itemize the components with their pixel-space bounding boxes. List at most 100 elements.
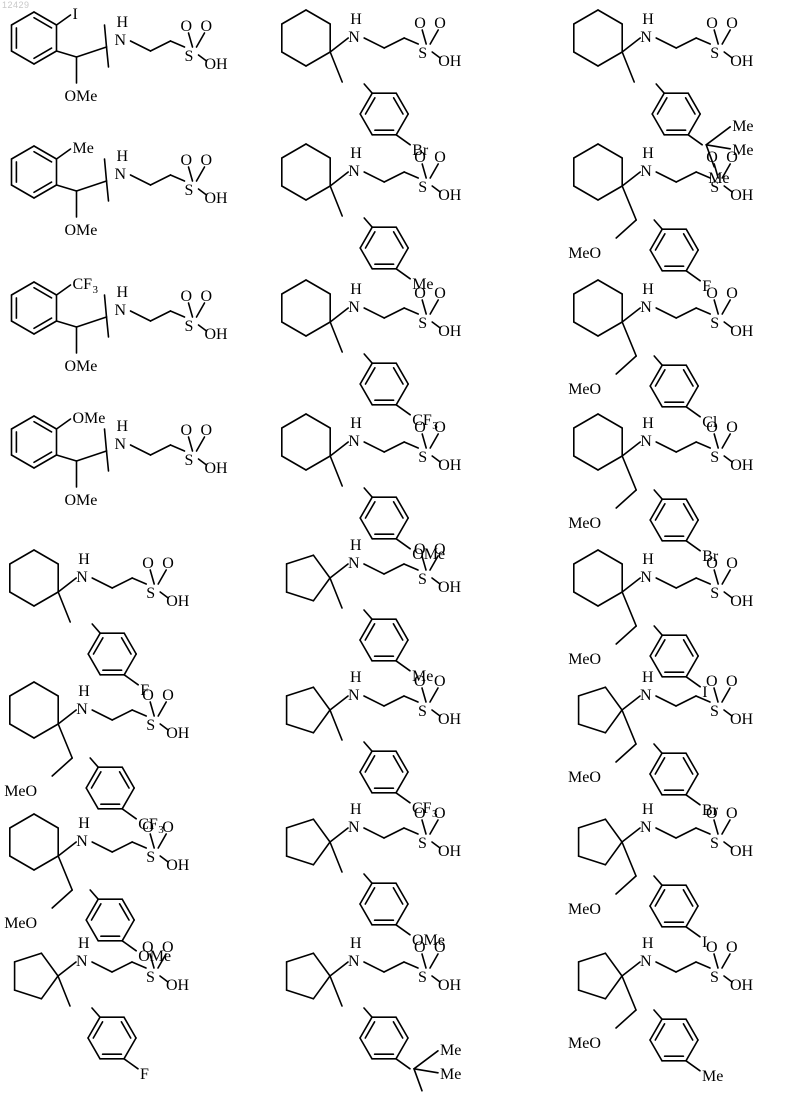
hydroxyl-label: OH [730,843,754,860]
hydroxyl-label: OH [205,190,229,207]
oxo-label: O [434,805,446,822]
sulfur-label: S [418,571,427,588]
hydroxyl-label: OH [730,457,754,474]
hydroxyl-label: OH [205,460,229,477]
hydroxyl-label: OH [730,53,754,70]
amine-n-label: N [348,819,360,836]
amine-n-label: N [115,302,127,319]
sulfur-label: S [710,449,719,466]
sulfur-label: S [418,969,427,986]
ortho-substituent-label: OMe [73,410,106,427]
amine-n-label: N [640,687,652,704]
oxo-label: O [201,18,213,35]
amine-n-label: N [348,299,360,316]
sulfur-label: S [146,585,155,602]
hydroxyl-label: OH [730,323,754,340]
amine-h-label: H [78,551,90,568]
compound-structure: IOMeHNSOOOH [12,6,229,105]
hydroxyl-label: OH [438,323,462,340]
compound-structure: HNSOOOHOMe [287,801,462,949]
oxo-label: O [434,939,446,956]
compound-structure: CF3OMeHNSOOOH [12,276,229,375]
compound-structure: HNSOOOHMeMeMe [287,935,462,1096]
oxo-label: O [434,15,446,32]
amine-n-label: N [115,436,127,453]
sulfur-label: S [146,717,155,734]
oxo-label: O [142,687,154,704]
compound-structure: HNSOOOHCF3 [282,280,462,432]
amine-n-label: N [348,953,360,970]
methoxy-label: MeO [4,783,37,800]
amine-n-label: N [348,29,360,46]
hydroxyl-label: OH [166,593,190,610]
hydroxyl-label: OH [438,711,462,728]
oxo-label: O [726,149,738,166]
amine-h-label: H [350,537,362,554]
compound-structure: HNSOOOHMe [287,537,462,685]
compound-structure: HNSOOOHF [15,935,190,1083]
amine-h-label: H [350,11,362,28]
hydroxyl-label: OH [438,977,462,994]
compound-structure: HNSOOOHMeOMe [568,935,754,1085]
amine-n-label: N [640,29,652,46]
sulfur-label: S [710,835,719,852]
amine-n-label: N [115,166,127,183]
sulfur-label: S [418,179,427,196]
methoxy-label: OMe [65,88,98,105]
oxo-label: O [142,939,154,956]
oxo-label: O [181,288,193,305]
oxo-label: O [181,422,193,439]
compound-structure: HNSOOOHMeOCl [568,280,754,431]
amine-h-label: H [78,683,90,700]
oxo-label: O [706,285,718,302]
amine-n-label: N [348,163,360,180]
oxo-label: O [726,805,738,822]
amine-h-label: H [78,815,90,832]
oxo-label: O [726,939,738,956]
hydroxyl-label: OH [166,857,190,874]
sulfur-label: S [146,849,155,866]
sulfur-label: S [710,703,719,720]
hydroxyl-label: OH [438,457,462,474]
oxo-label: O [142,819,154,836]
sulfur-label: S [710,315,719,332]
oxo-label: O [201,422,213,439]
ortho-substituent-label: Me [73,140,94,157]
amine-h-label: H [117,418,129,435]
oxo-label: O [201,152,213,169]
amine-n-label: N [640,433,652,450]
oxo-label: O [162,939,174,956]
amine-h-label: H [350,669,362,686]
amine-n-label: N [640,819,652,836]
oxo-label: O [162,555,174,572]
para-substituent-label: Me [702,1068,723,1085]
sulfur-label: S [185,182,194,199]
compound-structure: HNSOOOHBr [282,10,462,159]
methoxy-label: MeO [568,515,601,532]
sulfur-label: S [185,318,194,335]
oxo-label: O [706,15,718,32]
compound-structure: OMeOMeHNSOOOH [12,410,229,509]
compound-structure: HNSOOOHMe [282,144,462,293]
tbu-methyl-label: Me [440,1066,461,1083]
sulfur-label: S [418,45,427,62]
oxo-label: O [201,288,213,305]
oxo-label: O [726,285,738,302]
amine-h-label: H [117,14,129,31]
compound-structure: HNSOOOHMeOI [568,801,754,951]
hydroxyl-label: OH [438,579,462,596]
sulfur-label: S [418,703,427,720]
sulfur-label: S [710,179,719,196]
amine-h-label: H [642,11,654,28]
hydroxyl-label: OH [205,326,229,343]
compound-structure: HNSOOOHMeOBr [568,669,754,819]
amine-h-label: H [642,551,654,568]
amine-n-label: N [76,569,88,586]
oxo-label: O [726,419,738,436]
sulfur-label: S [710,969,719,986]
oxo-label: O [706,805,718,822]
methoxy-label: MeO [568,1035,601,1052]
amine-n-label: N [76,953,88,970]
oxo-label: O [162,687,174,704]
